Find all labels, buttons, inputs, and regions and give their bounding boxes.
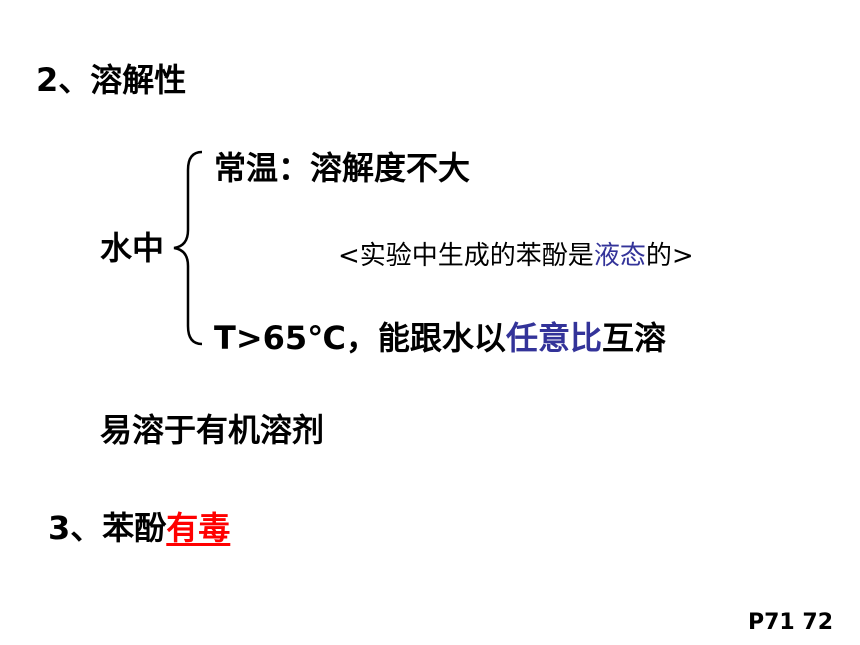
high-temp-highlight: 任意比	[505, 319, 602, 357]
section2-title: 2、溶解性	[36, 61, 187, 99]
normal-temp-line: 常温：溶解度不大	[214, 149, 471, 187]
note-close-bracket: >	[671, 241, 694, 271]
note-open-bracket: <	[338, 241, 360, 271]
water-label: 水中	[100, 229, 165, 267]
curly-brace-icon	[173, 150, 203, 346]
page-reference: P71 72	[748, 610, 834, 635]
note-text-before: 实验中生成的苯酚是	[359, 241, 594, 271]
section3-text: 3、苯酚	[48, 509, 167, 547]
note-text-after: 的	[645, 241, 672, 271]
liquid-state-note: <实验中生成的苯酚是液态的>	[338, 243, 694, 269]
high-temp-text-after: 互溶	[601, 319, 666, 357]
high-temp-text-before: T>65℃，能跟水以	[214, 319, 506, 357]
high-temp-line: T>65℃，能跟水以任意比互溶	[214, 322, 666, 354]
section3-line: 3、苯酚有毒	[48, 512, 230, 544]
organic-solvent-line: 易溶于有机溶剂	[100, 411, 325, 449]
section3-toxic-highlight: 有毒	[166, 509, 231, 547]
note-highlight-liquid: 液态	[593, 241, 646, 271]
